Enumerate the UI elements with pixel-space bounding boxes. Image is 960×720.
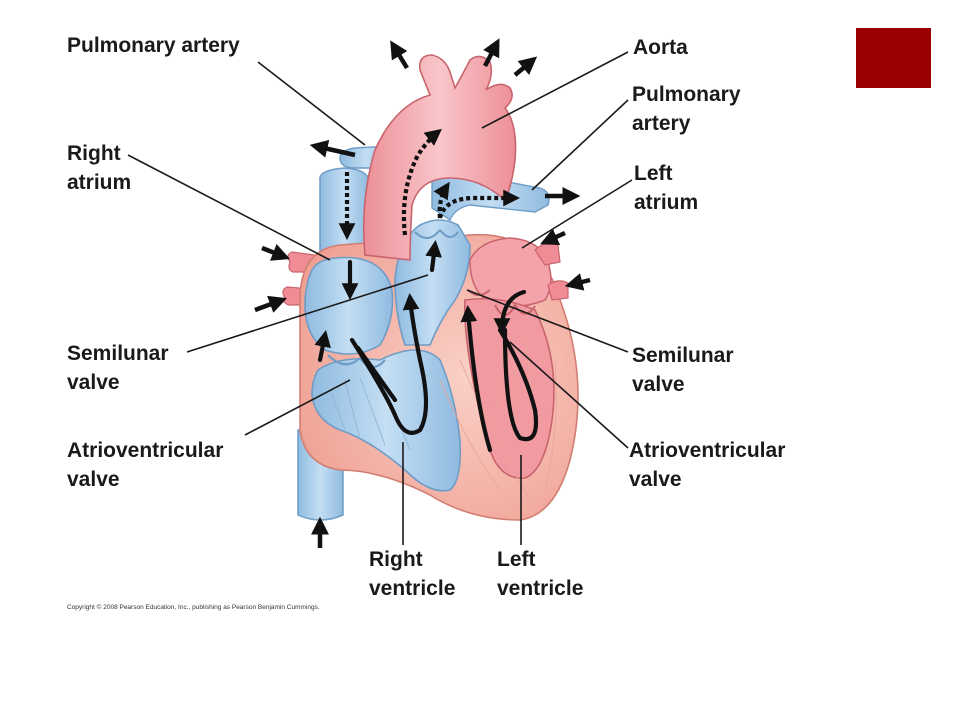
accent-square (856, 28, 931, 88)
label-semilunar-right-line1: Semilunar (632, 344, 734, 367)
label-pulmonary-artery-right-line2: artery (632, 112, 691, 135)
label-right-atrium-line1: Right (67, 142, 121, 165)
labels: Pulmonary artery Right atrium Semilunar … (67, 34, 785, 611)
label-pulmonary-artery-right-line1: Pulmonary (632, 83, 741, 106)
copyright-notice: Copyright © 2008 Pearson Education, Inc.… (67, 603, 320, 611)
label-right-ventricle-line2: ventricle (369, 577, 455, 600)
label-right-ventricle-line1: Right (369, 548, 423, 571)
label-pulmonary-artery-left: Pulmonary artery (67, 34, 240, 57)
label-left-atrium-line2: atrium (634, 191, 698, 214)
pulmonary-valve (414, 229, 459, 239)
external-flow-arrows (254, 38, 591, 548)
label-av-left-line1: Atrioventricular (67, 439, 223, 462)
heart-illustration (254, 38, 591, 548)
right-atrium-chamber (304, 256, 394, 355)
label-semilunar-left-line1: Semilunar (67, 342, 169, 365)
label-av-left-line2: valve (67, 468, 120, 491)
aorta-vessel (362, 54, 517, 261)
label-aorta: Aorta (633, 36, 688, 59)
label-semilunar-left-line2: valve (67, 371, 120, 394)
blood-flow-arrows (314, 128, 539, 453)
label-right-atrium-line2: atrium (67, 171, 131, 194)
label-left-atrium-line1: Left (634, 162, 673, 185)
label-semilunar-right-line2: valve (632, 373, 685, 396)
label-av-right-line2: valve (629, 468, 682, 491)
label-left-ventricle-line2: ventricle (497, 577, 583, 600)
mitral-valve (494, 302, 536, 316)
leader-lines (127, 51, 633, 545)
pulmonary-vein-right-lower (547, 280, 569, 301)
label-av-right-line1: Atrioventricular (629, 439, 785, 462)
label-left-ventricle-line1: Left (497, 548, 536, 571)
